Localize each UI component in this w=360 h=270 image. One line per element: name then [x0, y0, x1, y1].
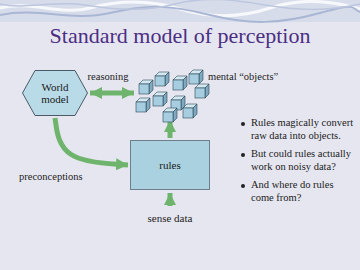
node-label: rules: [159, 159, 180, 171]
flow-arrow: [55, 118, 128, 165]
hexagon-node: World model: [22, 70, 88, 116]
bullet-item: And where do rules come from?: [240, 179, 356, 204]
bullet-dot: [241, 153, 245, 157]
bullet-list: Rules magically convert raw data into ob…: [240, 117, 356, 210]
process-box: rules: [130, 140, 210, 190]
flow-arrow: [90, 91, 134, 96]
label-wrap: mental “objects”: [207, 66, 279, 84]
bullet-text: Rules magically convert raw data into ob…: [251, 117, 356, 142]
edge-label-wrap: reasoning: [87, 66, 130, 84]
title-wrap: Standard model of perception: [0, 23, 360, 49]
wave: [0, 0, 360, 9]
top-band: [0, 0, 360, 22]
cubes-outline: [133, 70, 211, 118]
bullet-text: But could rules actually work on noisy d…: [251, 148, 356, 173]
bullet-text: And where do rules come from?: [251, 179, 356, 204]
bullet-dot: [241, 122, 245, 126]
node-label: World model: [33, 81, 77, 105]
edge-label: preconceptions: [18, 171, 84, 182]
input-label-wrap: sense data: [147, 208, 194, 226]
bullet-item: But could rules actually work on noisy d…: [240, 148, 356, 173]
bullet-item: Rules magically convert raw data into ob…: [240, 117, 356, 142]
object-cluster: mental “objects”: [133, 70, 211, 118]
edge-label-wrap: preconceptions: [18, 166, 84, 184]
slide-title: Standard model of perception: [50, 23, 311, 48]
group-label: mental “objects”: [207, 71, 279, 82]
flow-arrow: [168, 120, 173, 138]
input-label: sense data: [147, 212, 194, 224]
edge-label: reasoning: [87, 71, 130, 82]
bullet-dot: [241, 184, 245, 188]
input-arrow: [168, 193, 173, 206]
